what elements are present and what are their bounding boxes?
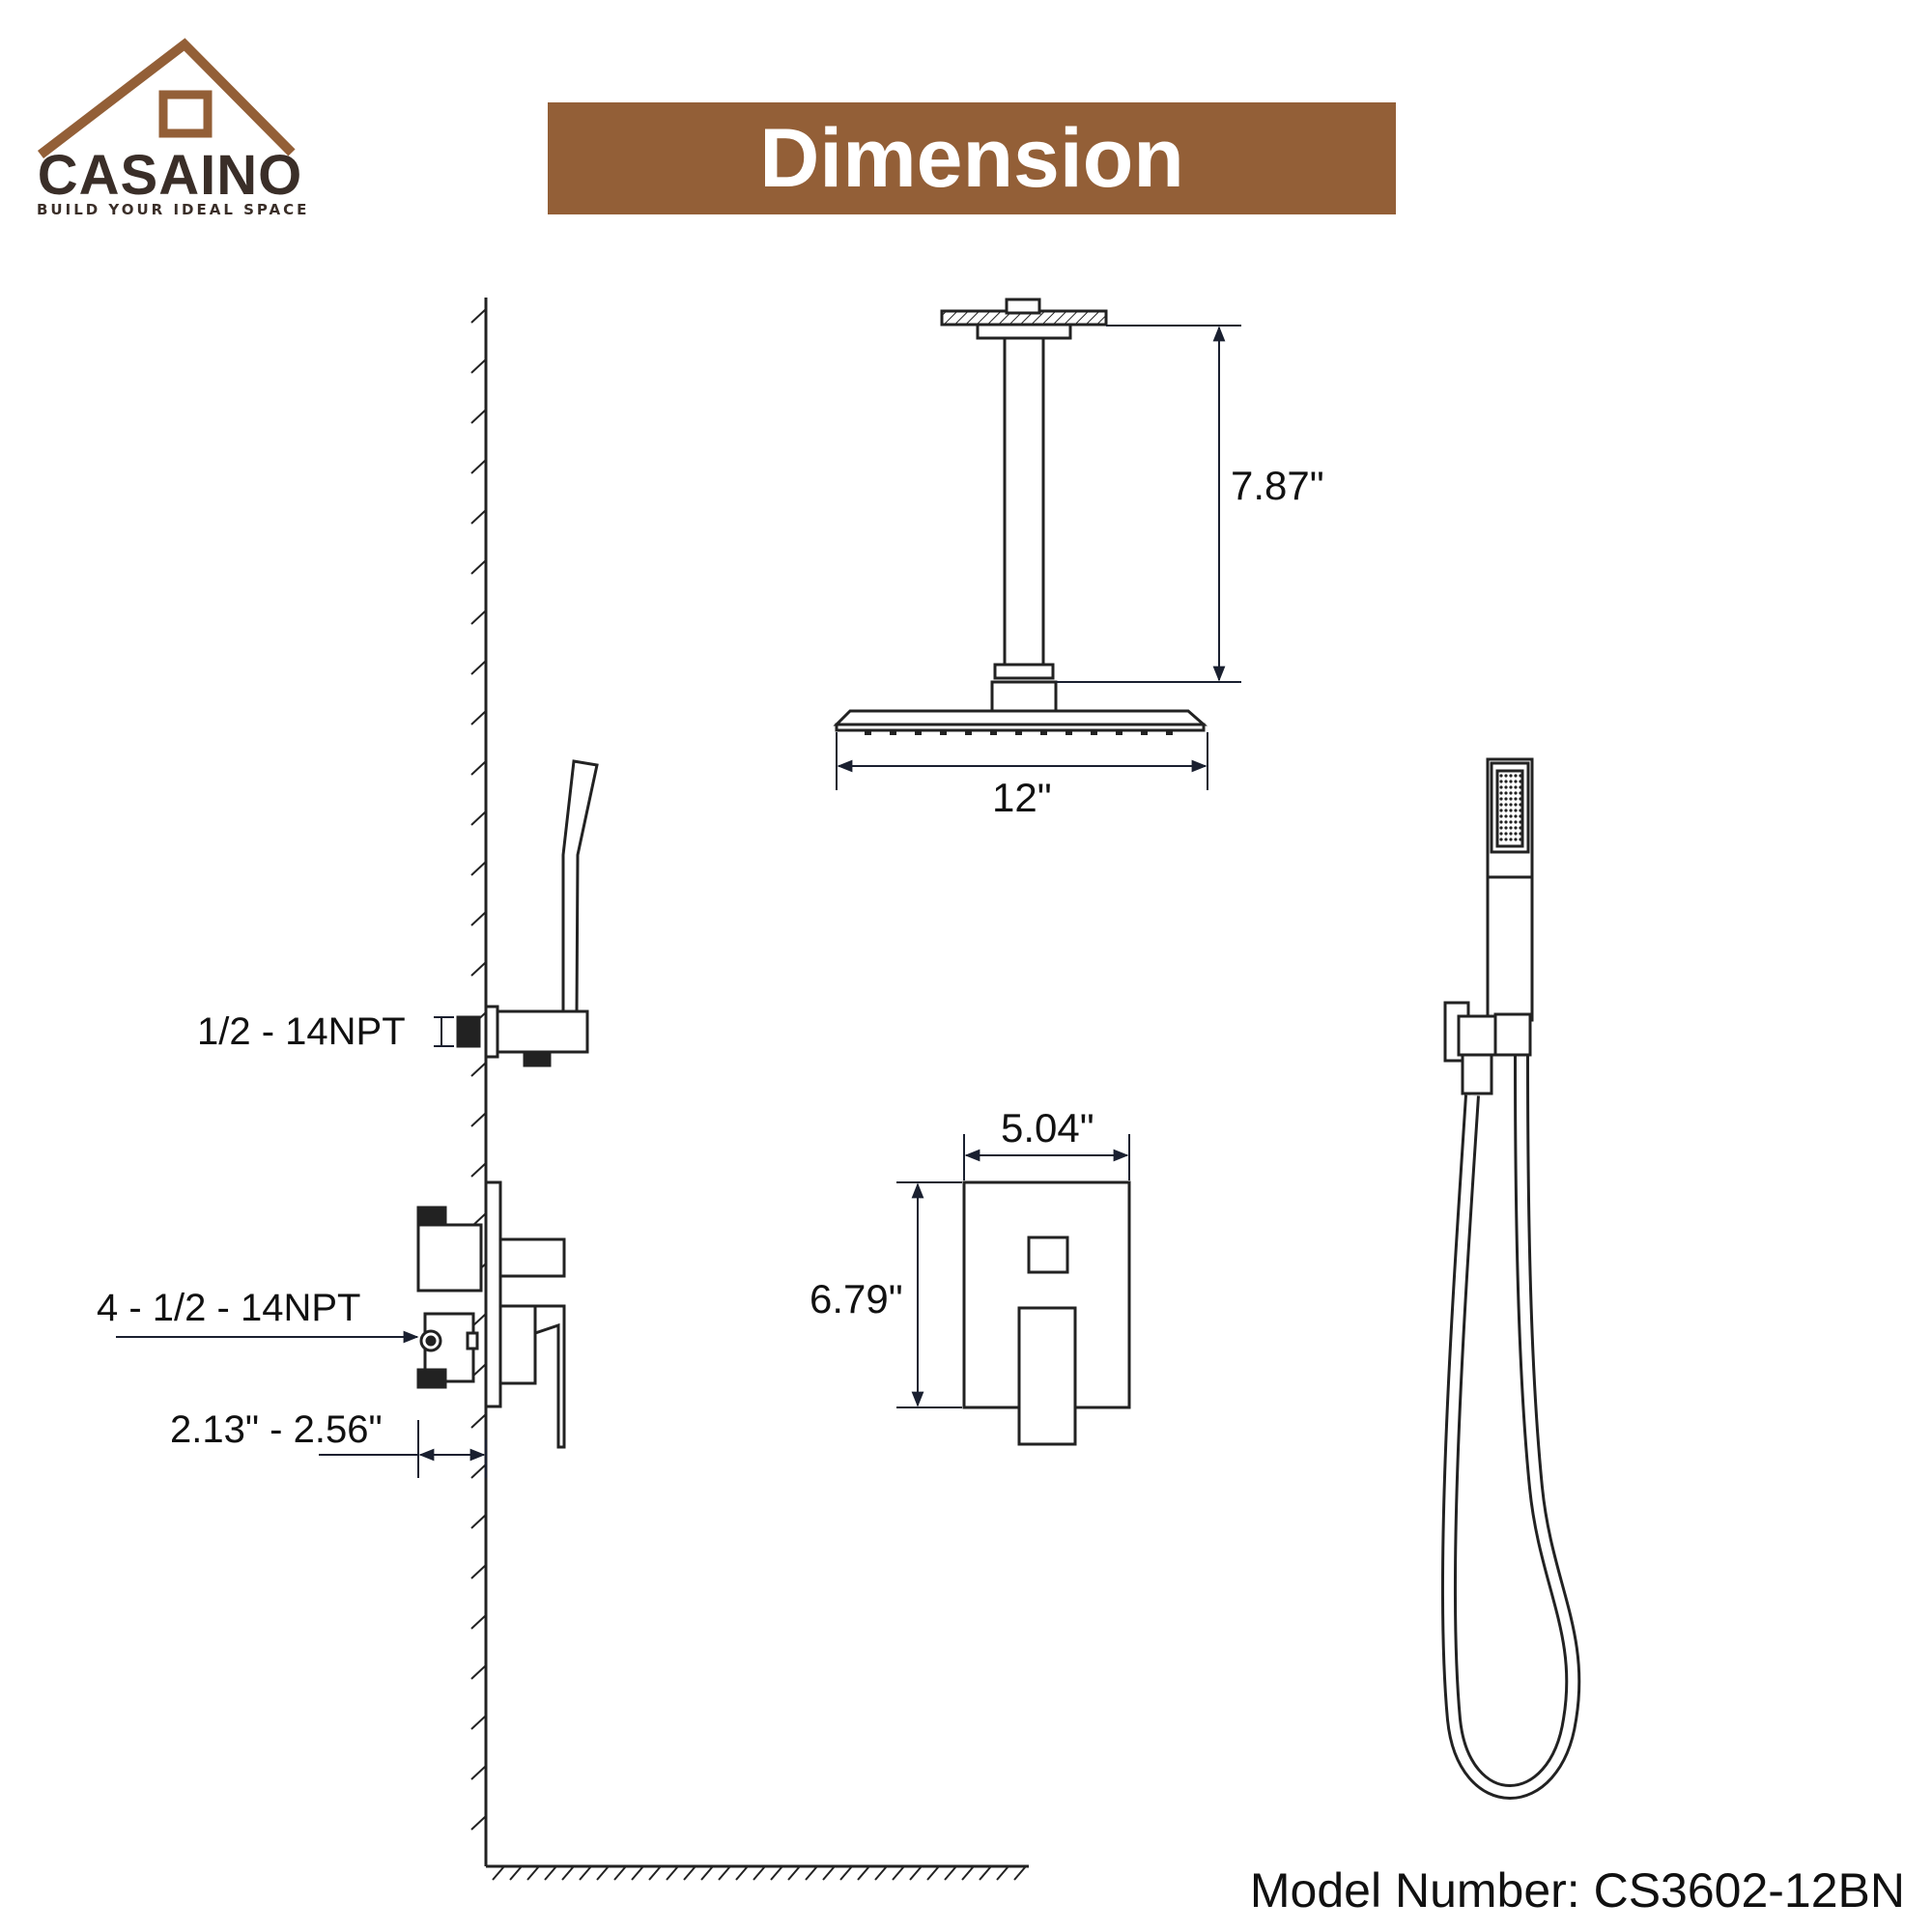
arm-height-label: 7.87" xyxy=(1231,463,1324,508)
page-title: Dimension xyxy=(548,102,1396,214)
plate-width-label: 5.04" xyxy=(1001,1105,1094,1151)
rain-shower-head xyxy=(833,709,1208,735)
inlet-thread-label: 1/2 - 14NPT xyxy=(197,1010,406,1053)
head-width-label: 12" xyxy=(992,775,1052,820)
brand-logo: CASAINO BUILD YOUR IDEAL SPACE xyxy=(35,37,310,230)
house-roof-icon xyxy=(37,38,296,158)
wall-depth-label: 2.13" - 2.56" xyxy=(170,1408,383,1451)
ceiling-shower-arm xyxy=(940,298,1108,713)
brand-tagline: BUILD YOUR IDEAL SPACE xyxy=(37,201,310,218)
wall-section xyxy=(470,298,1029,1881)
brand-name: CASAINO xyxy=(37,144,303,207)
plate-height-label: 6.79" xyxy=(810,1276,903,1321)
hand-shower-with-hose xyxy=(1440,757,1581,1800)
valve-side-view xyxy=(416,1180,566,1449)
hand-shower-side-view xyxy=(456,759,599,1067)
model-number: Model Number: CS3602-12BN xyxy=(1249,1863,1905,1918)
valve-thread-label: 4 - 1/2 - 14NPT xyxy=(97,1287,361,1329)
trim-plate-front-view xyxy=(962,1180,1131,1446)
